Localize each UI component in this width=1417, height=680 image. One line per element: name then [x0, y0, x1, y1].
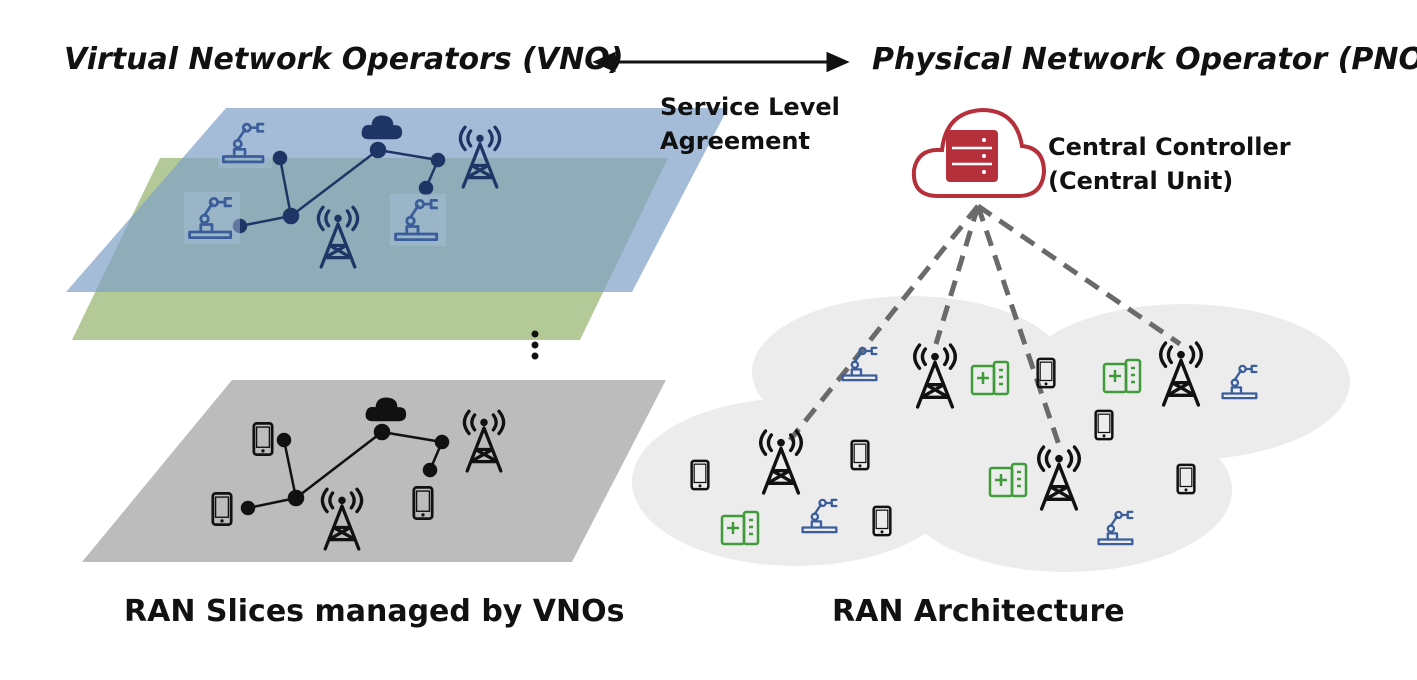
left-caption: RAN Slices managed by VNOs: [124, 594, 625, 629]
sla-double-arrow: [592, 51, 850, 73]
central-controller-label: Central Controller (Central Unit): [1048, 130, 1291, 198]
pno-title: Physical Network Operator (PNO): [872, 42, 1417, 77]
fronthaul-links: [788, 203, 1182, 449]
central-controller-line1: Central Controller: [1048, 133, 1291, 161]
sla-label: Service Level Agreement: [660, 90, 840, 158]
sla-label-line2: Agreement: [660, 127, 810, 155]
coverage-areas: [632, 296, 1350, 572]
vno-title: Virtual Network Operators (VNO): [64, 42, 624, 77]
sla-label-line1: Service Level: [660, 93, 840, 121]
more-slices-ellipsis: [531, 330, 539, 360]
central-controller-icon: [911, 107, 1047, 198]
right-caption: RAN Architecture: [832, 594, 1125, 629]
central-controller-line2: (Central Unit): [1048, 167, 1234, 195]
slice-gray-network: [240, 423, 450, 516]
